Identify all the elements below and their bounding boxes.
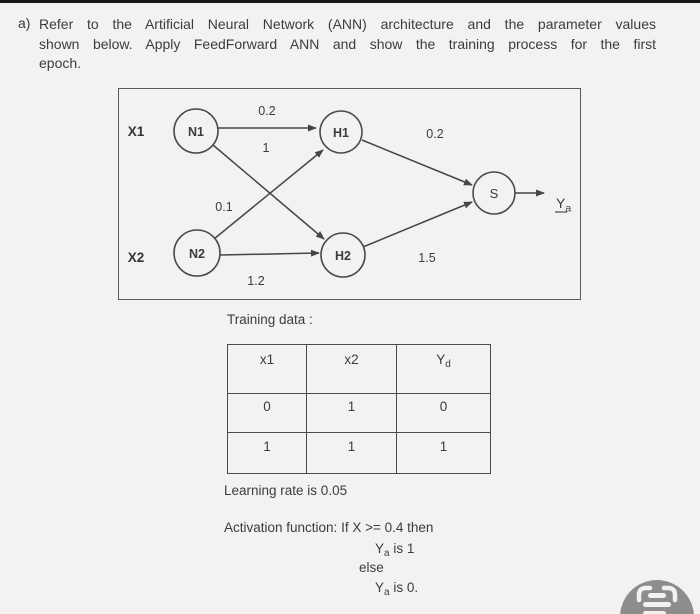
activation-else-word: else — [359, 560, 384, 575]
output-ya-base: Y — [556, 195, 566, 211]
activation-else-line: Ya is 0. — [375, 580, 418, 598]
input-x2-label: X2 — [128, 250, 145, 265]
edge-n2-h1 — [213, 149, 324, 240]
table-row: 1 1 1 — [227, 432, 491, 474]
activation-function-note: Activation function: If X >= 0.4 then — [224, 520, 434, 535]
question-text: Refer to the Artificial Neural Network (… — [39, 15, 656, 74]
header-x1: x1 — [227, 344, 307, 394]
training-data-caption: Training data : — [227, 312, 313, 327]
weight-n1-h1: 0.2 — [258, 104, 275, 118]
else-y-sub: a — [384, 587, 390, 598]
scan-bracket-left-icon — [636, 585, 653, 603]
weight-h1-s: 0.2 — [426, 127, 443, 141]
cell-r2c3: 1 — [396, 432, 491, 474]
header-yd-base: Y — [436, 352, 446, 367]
scan-text-line-3-icon — [643, 611, 666, 614]
output-ya-sub: a — [565, 203, 571, 215]
node-s-label: S — [490, 186, 499, 201]
weight-n1-h2: 1 — [263, 141, 270, 155]
input-x1-label: X1 — [128, 124, 145, 139]
node-h2-label: H2 — [335, 249, 351, 263]
edge-n1-h2 — [212, 144, 325, 240]
then-rest: is 1 — [389, 541, 415, 556]
header-x2: x2 — [306, 344, 397, 394]
else-y-base: Y — [375, 580, 385, 595]
cell-r1c3: 0 — [396, 393, 491, 433]
node-s-circle — [472, 171, 516, 215]
weight-h2-s: 1.5 — [418, 251, 435, 265]
node-h1-circle — [319, 110, 363, 154]
header-yd-sub: d — [445, 359, 451, 370]
top-edge-bar — [0, 0, 700, 3]
node-n1-label: N1 — [188, 125, 204, 139]
weight-n2-h1: 0.1 — [215, 200, 232, 214]
cell-r2c2: 1 — [306, 432, 397, 474]
then-y-base: Y — [375, 541, 385, 556]
weight-n2-h2: 1.2 — [247, 274, 264, 288]
edge-h2-s — [362, 201, 473, 248]
scan-text-line-2-icon — [643, 602, 671, 607]
then-y-sub: a — [384, 548, 390, 559]
training-data-table: x1 x2 Yd 0 1 0 1 1 1 — [227, 344, 491, 474]
table-row: 0 1 0 — [227, 393, 491, 433]
question-line-1: Refer to the Artificial Neural Network (… — [39, 16, 656, 32]
edge-h1-s — [361, 139, 473, 186]
question-line-3: epoch. — [39, 55, 82, 71]
ann-diagram: N1 H1 N2 H2 S X1 X2 0.2 1 0.1 1.2 0.2 1.… — [118, 88, 581, 300]
table-header-row: x1 x2 Yd — [227, 344, 491, 394]
else-rest: is 0. — [389, 580, 419, 595]
activation-then-line: Ya is 1 — [375, 541, 414, 559]
header-yd: Yd — [396, 344, 491, 394]
scan-text-line-1-icon — [648, 593, 666, 598]
scan-bracket-right-icon — [661, 585, 678, 603]
question-line-2: shown below. Apply FeedForward ANN and s… — [39, 35, 656, 52]
node-h2-circle — [320, 232, 366, 278]
node-h1-label: H1 — [333, 126, 349, 140]
learning-rate-note: Learning rate is 0.05 — [224, 483, 348, 498]
text-scan-button[interactable] — [618, 578, 698, 614]
edge-n2-h2 — [219, 249, 320, 257]
node-n1-circle — [173, 108, 219, 154]
output-ya-label: Ya — [556, 195, 571, 215]
node-n2-label: N2 — [189, 247, 205, 261]
question-item-label: a) — [18, 15, 31, 31]
node-n2-circle — [173, 229, 221, 277]
cell-r2c1: 1 — [227, 432, 307, 474]
cell-r1c2: 1 — [306, 393, 397, 433]
cell-r1c1: 0 — [227, 393, 307, 433]
